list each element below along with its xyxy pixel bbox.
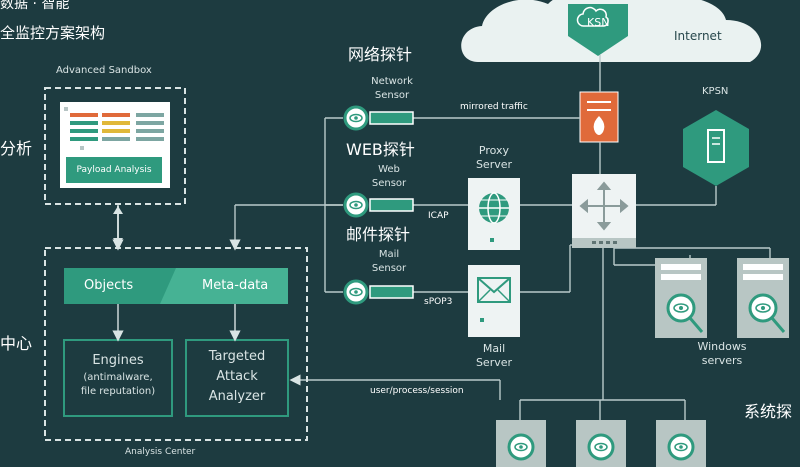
windows-servers-label-2: servers	[701, 354, 743, 367]
web-sensor-icon	[343, 192, 414, 218]
taa-line-2: Attack	[216, 369, 258, 384]
endpoint-icon-1	[496, 420, 546, 467]
analysis-center-title: Analysis Center	[125, 447, 196, 457]
proxy-server-label-1: Proxy	[478, 144, 510, 157]
network-sensor-zh: 网络探针	[348, 45, 413, 64]
windows-servers-label-1: Windows	[697, 340, 747, 353]
engines-sub-2: file reputation)	[80, 386, 156, 397]
mirrored-traffic-label: mirrored traffic	[460, 102, 528, 112]
internet-label: Internet	[674, 29, 722, 43]
mail-sensor-en-1: Mail	[378, 249, 400, 260]
taa-line-3: Analyzer	[208, 389, 266, 404]
proxy-server-label-2: Server	[475, 158, 513, 171]
windows-server-icon-1	[655, 258, 707, 338]
connection-lines	[112, 55, 771, 422]
mail-sensor-zh: 邮件探针	[346, 225, 411, 244]
sandbox-frame	[44, 87, 186, 205]
mail-server-label-1: Mail	[482, 342, 506, 355]
kpsn-label: KPSN	[702, 86, 729, 97]
spop3-label: sPOP3	[424, 297, 453, 307]
header-line-2: 全监控方案架构	[0, 24, 106, 42]
header-line-1: 数据 · 智能	[0, 0, 70, 12]
ksn-label: KSN	[587, 16, 610, 29]
endpoint-icon-2	[576, 420, 626, 467]
left-fragment-analysis: 分析	[0, 139, 33, 158]
network-sensor-en-1: Network	[371, 76, 413, 87]
sandbox-title: Advanced Sandbox	[56, 65, 152, 76]
windows-server-icon-2	[737, 258, 789, 338]
network-sensor-en-2: Sensor	[374, 90, 410, 101]
network-sensor-icon	[343, 105, 414, 131]
proxy-server-icon	[468, 178, 520, 250]
engines-title: Engines	[92, 353, 144, 368]
kpsn-hexagon	[683, 110, 749, 186]
mail-sensor-icon	[343, 279, 414, 305]
mail-sensor-en-2: Sensor	[371, 263, 407, 274]
web-sensor-en-1: Web	[378, 164, 400, 175]
endpoint-sensor-fragment: 系统探	[744, 402, 793, 421]
router-icon	[572, 174, 636, 248]
engines-sub-1: (antimalware,	[83, 372, 153, 383]
mail-server-label-2: Server	[475, 356, 513, 369]
ksn-shield	[568, 4, 628, 56]
objects-label: Objects	[84, 278, 134, 293]
analysis-center-frame	[44, 247, 308, 441]
user-process-session-label: user/process/session	[370, 386, 464, 396]
left-fragment-center: 中心	[0, 334, 33, 353]
web-sensor-zh: WEB探针	[346, 140, 415, 159]
sandbox-link-arrow	[113, 206, 123, 246]
icap-label: ICAP	[428, 211, 449, 221]
taa-line-1: Targeted	[208, 349, 266, 364]
firewall-icon	[579, 91, 619, 143]
payload-analysis-button[interactable]: Payload Analysis	[76, 165, 152, 175]
web-sensor-en-2: Sensor	[371, 178, 407, 189]
metadata-label: Meta-data	[202, 278, 269, 293]
mail-server-icon	[468, 265, 520, 337]
endpoint-icon-3	[656, 420, 706, 467]
